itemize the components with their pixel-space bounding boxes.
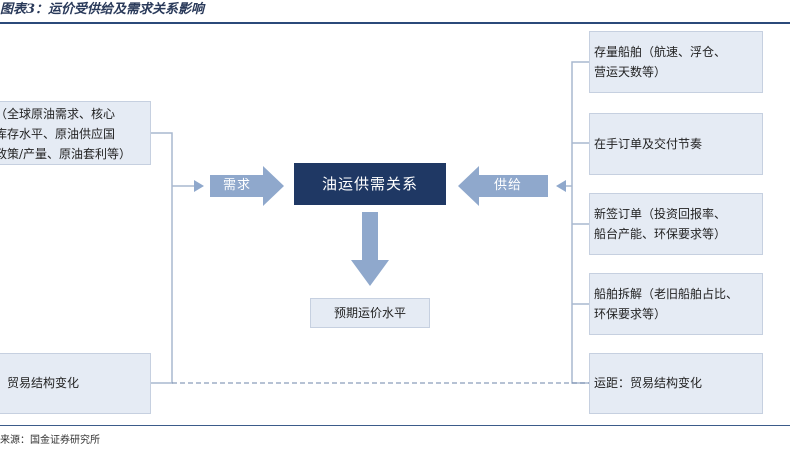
supply-arrow [458, 166, 548, 206]
expected-freight-level: 预期运价水平 [310, 298, 430, 328]
supply-demand-balance: 油运供需关系 [294, 163, 446, 205]
supply-factor-existing-fleet: 存量船舶（航速、浮仓、 营运天数等） [589, 31, 763, 93]
demand-bracket [151, 132, 173, 384]
source-note: 来源：国金证券研究所 [0, 435, 100, 446]
header-rule [0, 22, 790, 24]
footer-rule [0, 425, 790, 426]
demand-factor-trade-structure: 贸易结构变化 [0, 353, 151, 414]
supply-factor-new-orders: 新签订单（投资回报率、 船台产能、环保要求等） [589, 193, 763, 255]
supply-bracket [571, 61, 589, 384]
result-arrow [351, 212, 389, 286]
supply-bracket-ticks [572, 142, 589, 305]
supply-factor-demolition: 船舶拆解（老旧船舶占比、 环保要求等） [589, 273, 763, 335]
demand-factor-global-crude: （全球原油需求、核心 库存水平、原油供应国 政策/产量、原油套利等） [0, 101, 151, 165]
demand-arrow [210, 166, 284, 206]
supply-factor-orderbook: 在手订单及交付节奏 [589, 113, 763, 175]
demand-arrow-label: 需求 [222, 178, 251, 193]
figure-title: 图表3：运价受供给及需求关系影响 [0, 2, 205, 17]
supply-factor-distance: 运距：贸易结构变化 [589, 353, 763, 414]
supply-arrow-label: 供给 [493, 178, 522, 193]
